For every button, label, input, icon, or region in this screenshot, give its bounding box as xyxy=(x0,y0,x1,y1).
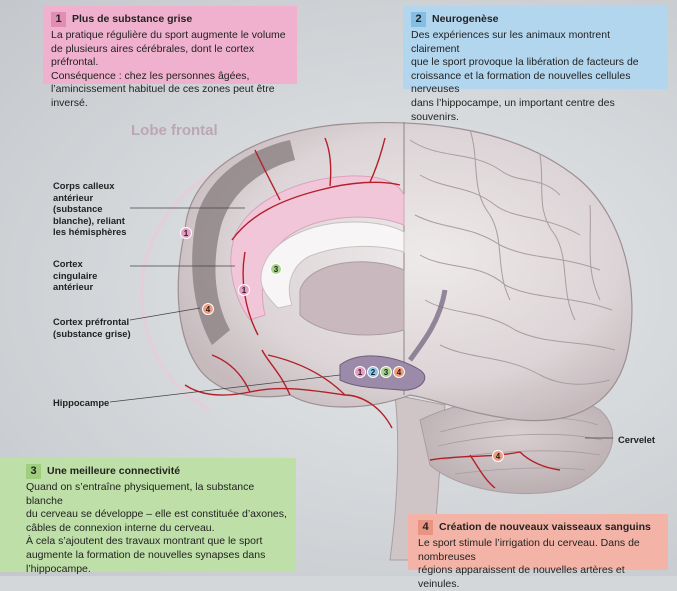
cerebellum-label: Cervelet xyxy=(618,434,656,445)
info-box-number: 3 xyxy=(26,464,41,479)
marker-2-hippocampus: 2 xyxy=(367,366,379,378)
hippocampus-label: Hippocampe xyxy=(53,397,110,408)
cingulate-cortex-label: Cortex cingulaire antérieur xyxy=(53,258,98,292)
brain-illustration xyxy=(139,122,633,561)
info-box-body: Quand on s’entraîne physiquement, la sub… xyxy=(26,481,287,575)
info-box-number: 1 xyxy=(51,12,66,27)
info-box-grey-matter: 1 Plus de substance grise La pratique ré… xyxy=(43,6,297,109)
info-box-header: 3 Une meilleure connectivité xyxy=(26,464,288,479)
marker-3-corpus-callosum: 3 xyxy=(270,263,282,275)
marker-4-prefrontal: 4 xyxy=(202,303,214,315)
anterior-cingulate-cortex xyxy=(230,175,405,321)
info-box-connectivity: 3 Une meilleure connectivité Quand on s’… xyxy=(0,458,296,575)
info-box-blood-vessels: 4 Création de nouveaux vaisseaux sanguin… xyxy=(408,514,668,590)
marker-1-cingulate: 1 xyxy=(238,284,250,296)
info-box-body: Des expériences sur les animaux montrent… xyxy=(411,29,639,123)
marker-3-hippocampus: 3 xyxy=(380,366,392,378)
info-box-title: Une meilleure connectivité xyxy=(47,464,181,477)
corpus-callosum-label: Corps calleux antérieur (substance blanc… xyxy=(53,180,127,237)
info-box-header: 4 Création de nouveaux vaisseaux sanguin… xyxy=(418,520,660,535)
marker-1-hippocampus: 1 xyxy=(354,366,366,378)
info-box-title: Plus de substance grise xyxy=(72,12,193,25)
info-box-number: 4 xyxy=(418,520,433,535)
info-box-number: 2 xyxy=(411,12,426,27)
prefrontal-cortex xyxy=(192,140,295,345)
corpus-callosum xyxy=(260,221,405,309)
prefrontal-cortex-label: Cortex préfrontal (substance grise) xyxy=(53,316,131,339)
info-box-neurogenesis: 2 Neurogenèse Des expériences sur les an… xyxy=(403,6,668,123)
marker-4-hippocampus: 4 xyxy=(393,366,405,378)
info-box-header: 1 Plus de substance grise xyxy=(51,12,289,27)
info-box-title: Neurogenèse xyxy=(432,12,499,25)
marker-4-cerebellum: 4 xyxy=(492,450,504,462)
info-box-body: Le sport stimule l’irrigation du cerveau… xyxy=(418,537,640,590)
marker-1-prefrontal: 1 xyxy=(180,227,192,239)
info-box-body: La pratique régulière du sport augmente … xyxy=(51,29,286,109)
info-box-title: Création de nouveaux vaisseaux sanguins xyxy=(439,520,651,533)
frontal-lobe-label: Lobe frontal xyxy=(131,122,218,139)
info-box-header: 2 Neurogenèse xyxy=(411,12,660,27)
